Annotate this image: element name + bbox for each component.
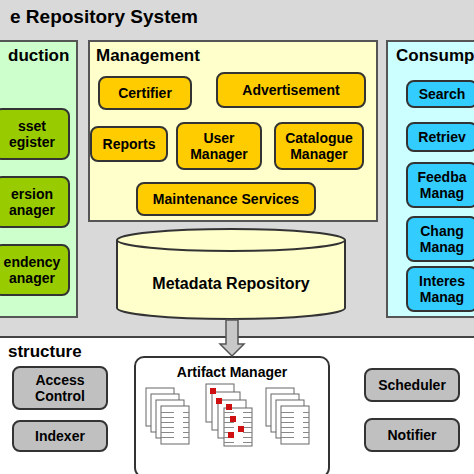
document-sheet (210, 388, 216, 394)
component-label: Catalogue Manager (279, 130, 359, 162)
repository-label: Metadata Repository (152, 275, 309, 293)
document-sheet (206, 384, 234, 422)
component-label: Access Control (17, 372, 103, 404)
component-box: Retriev (406, 122, 474, 152)
document-stack (266, 388, 309, 444)
document-stack (206, 384, 252, 446)
component-box: Scheduler (364, 368, 460, 402)
layer-panel: ManagementCertifier AdvertisementReports U… (88, 40, 378, 222)
panel-heading: duction (8, 46, 69, 66)
component-box: Indexer (12, 420, 108, 452)
cylinder-rim (117, 240, 345, 251)
component-label: Interes Manag (411, 273, 473, 305)
component-label: Maintenance Services (153, 191, 299, 207)
component-label: ersion anager (0, 186, 65, 218)
component-box: Advertisement (216, 72, 366, 108)
repository-cylinder: Metadata Repository (116, 228, 346, 320)
component-label: User Manager (181, 130, 257, 162)
component-label: Reports (103, 136, 156, 152)
component-box: Notifier (364, 418, 460, 452)
component-label: Notifier (388, 427, 437, 443)
component-box: Catalogue Manager (274, 122, 364, 170)
document-sheet (276, 400, 304, 438)
panel-heading: Management (96, 46, 200, 66)
component-label: Indexer (35, 428, 85, 444)
document-sheet (224, 412, 252, 444)
component-box: ersion anager (0, 176, 70, 228)
document-sheet (156, 400, 184, 438)
component-label: Advertisement (242, 82, 339, 98)
cylinder-body (117, 229, 345, 319)
component-label: Scheduler (378, 377, 446, 393)
document-sheet (161, 406, 189, 444)
document-stack (146, 388, 189, 444)
component-label: Chang Manag (411, 223, 473, 255)
component-label: Feedba Manag (411, 169, 473, 201)
component-box: Interes Manag (406, 266, 474, 312)
artifact-box: Artifact Manager (134, 356, 330, 474)
document-sheet (281, 410, 309, 442)
document-sheet (226, 404, 232, 410)
component-box: Access Control (12, 366, 108, 410)
document-sheet (238, 426, 244, 432)
panel-heading: Consump (396, 46, 474, 66)
layer-panel: ConsumpSearchRetrievFeedba ManagChang Ma… (386, 40, 474, 318)
cylinder-outline (116, 228, 346, 320)
component-box: Chang Manag (406, 216, 474, 262)
component-box: endency anager (0, 244, 70, 296)
component-box: Search (406, 80, 474, 108)
component-box: Reports (90, 126, 168, 162)
component-box: sset egister (0, 108, 70, 160)
document-sheet (216, 398, 222, 404)
component-box: User Manager (176, 122, 262, 170)
block-arrow (220, 320, 244, 356)
document-sheet (224, 408, 252, 446)
document-sheet (161, 410, 189, 442)
layer-panel: duction sset egister ersion anager endency … (0, 40, 78, 318)
component-label: Search (419, 86, 466, 102)
document-sheet (266, 388, 294, 426)
component-box: Maintenance Services (136, 182, 316, 216)
component-label: Artifact Manager (177, 364, 287, 380)
document-sheet (281, 406, 309, 444)
document-sheet (212, 392, 240, 430)
document-sheet (228, 432, 234, 438)
panel-heading: structure (8, 342, 82, 362)
system-title: e Repository System (10, 6, 198, 28)
component-label: sset egister (0, 118, 65, 150)
component-box: Feedba Manag (406, 162, 474, 208)
component-label: endency anager (0, 254, 65, 286)
document-sheet (230, 416, 236, 422)
document-sheet (151, 394, 179, 432)
component-label: Retriev (418, 129, 465, 145)
component-label: Certifier (118, 85, 172, 101)
document-sheet (271, 394, 299, 432)
document-sheet (146, 388, 174, 426)
document-sheet (218, 400, 246, 438)
layer-panel: structureAccess ControlIndexer Artifact M… (0, 336, 474, 474)
component-box: Certifier (98, 76, 192, 110)
